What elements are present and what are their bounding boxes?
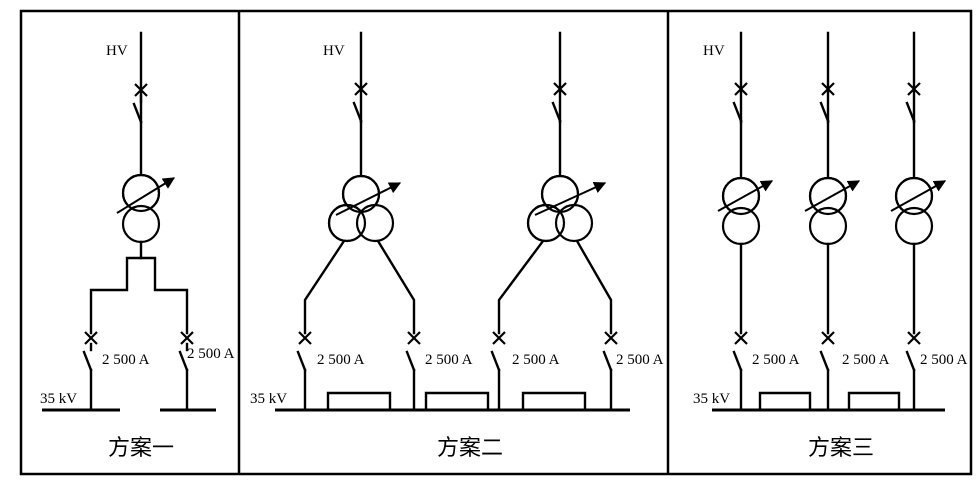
tap-changer-arrow-icon: [804, 180, 861, 212]
feeder-rating-label: 2 500 A: [752, 352, 800, 368]
tap-changer-arrow-icon: [717, 180, 774, 212]
scheme-caption: 方案二: [437, 436, 503, 461]
bus-tie: [758, 391, 812, 412]
transformer-bay: 2 500 A: [717, 31, 800, 412]
hv-label: HV: [106, 43, 128, 59]
diagram-frame: [19, 9, 973, 476]
feeder: 2 500 A: [405, 331, 473, 412]
scheme-1: HV 2 500 A 2 500 A 35 kV 方案一: [40, 31, 235, 461]
hv-label: HV: [703, 43, 725, 59]
feeder: 2 500 A: [602, 331, 664, 412]
feeder-rating-label: 2 500 A: [512, 352, 560, 368]
feeder-rating-label: 2 500 A: [920, 352, 968, 368]
scheme-3: HV 2 500 A: [693, 31, 968, 461]
tap-changer-arrow-icon: [534, 182, 607, 216]
scheme-caption: 方案一: [108, 436, 174, 461]
busbar-voltage-label: 35 kV: [40, 391, 77, 407]
circuit-breaker-icon: [134, 83, 148, 97]
circuit-breaker-icon: [180, 331, 194, 345]
three-winding-transformer-icon: [526, 174, 607, 243]
feeder-rating-label: 2 500 A: [842, 352, 890, 368]
feeder-rating-label: 2 500 A: [616, 352, 664, 368]
transformer-bay: 2 500 A: [804, 31, 890, 412]
disconnector-icon: [132, 102, 143, 124]
feeder: 2 500 A: [296, 331, 365, 412]
circuit-breaker-icon: [553, 82, 567, 96]
tap-changer-arrow-icon: [116, 177, 176, 214]
feeder-rating-label: 2 500 A: [187, 346, 235, 362]
feeder-rating-label: 2 500 A: [425, 352, 473, 368]
feeder-rating-label: 2 500 A: [102, 352, 150, 368]
three-winding-transformer-icon: [327, 174, 402, 243]
tap-changer-arrow-icon: [890, 180, 947, 212]
disconnector-icon: [551, 101, 562, 123]
disconnector-icon: [178, 350, 189, 372]
feeder: 2 500 A: [490, 331, 560, 412]
tap-changer-arrow-icon: [335, 182, 402, 216]
disconnector-icon: [352, 101, 363, 123]
scheme-2: HV: [250, 31, 664, 461]
bus-tie: [521, 391, 587, 412]
hv-label: HV: [323, 43, 345, 59]
transformer-bay: 2 500 A: [890, 31, 968, 412]
bus-tie: [424, 391, 490, 412]
feeder-rating-label: 2 500 A: [317, 352, 365, 368]
busbar-voltage-label: 35 kV: [693, 391, 730, 407]
scheme-caption: 方案三: [808, 436, 874, 461]
disconnector-icon: [82, 350, 93, 372]
bus-tie: [847, 391, 901, 412]
busbar-voltage-label: 35 kV: [250, 391, 287, 407]
circuit-breaker-icon: [354, 82, 368, 96]
circuit-breaker-icon: [84, 331, 98, 345]
transformer-icon: [116, 173, 176, 244]
bus-tie: [326, 391, 392, 412]
